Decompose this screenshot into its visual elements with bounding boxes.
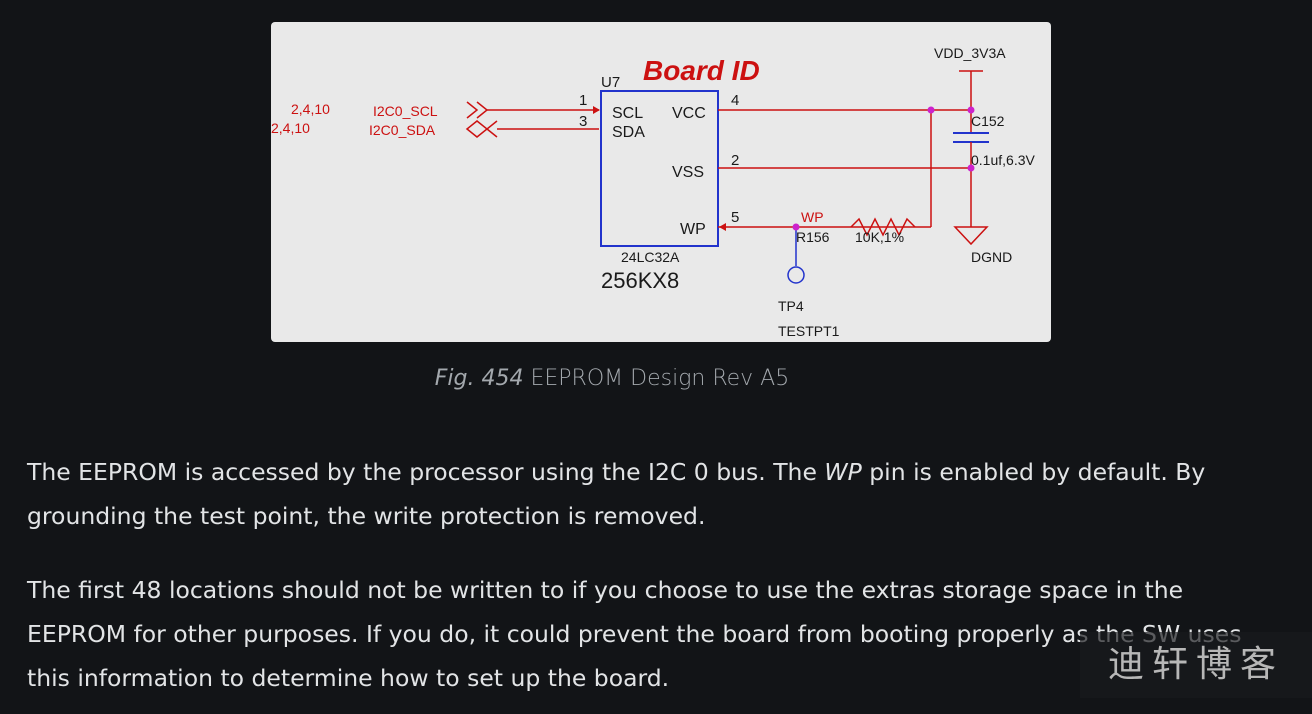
ground-symbol-icon [953, 226, 989, 246]
sda-bidir-port-icon [465, 120, 498, 138]
capacitor-value: 0.1uf,6.3V [971, 152, 1035, 168]
power-net-label: VDD_3V3A [934, 45, 1006, 61]
figure-caption-text: EEPROM Design Rev A5 [523, 366, 790, 391]
watermark-logo: 迪轩博客 [1080, 632, 1312, 698]
pin-label-vcc: VCC [672, 105, 706, 122]
testpoint-ref: TP4 [778, 298, 804, 314]
pin-label-scl: SCL [612, 105, 643, 122]
paragraph-access-part1: The EEPROM is accessed by the processor … [27, 458, 825, 486]
scl-input-port-icon [466, 101, 489, 119]
pin-number-sda: 3 [579, 113, 587, 130]
junction-dot [792, 223, 800, 231]
resistor-symbol-icon [850, 217, 916, 237]
paragraph-access: The EEPROM is accessed by the processor … [27, 450, 1287, 538]
junction-dot [967, 106, 975, 114]
schematic-figure: Board ID U7 24LC32A 256KX8 SCL SDA VCC V… [271, 22, 1051, 342]
junction-dot [927, 106, 935, 114]
pin-number-vss: 2 [731, 152, 739, 169]
resistor-ref: R156 [796, 229, 830, 245]
testpoint-type: TESTPT1 [778, 323, 840, 339]
net-name-scl: I2C0_SCL [373, 103, 438, 119]
junction-dot [967, 164, 975, 172]
figure-caption: Fig. 454 EEPROM Design Rev A5 [0, 366, 1224, 391]
figure-caption-label: Fig. 454 [434, 366, 524, 391]
paragraph-storage-warning: The first 48 locations should not be wri… [27, 576, 1242, 692]
chip-size: 256KX8 [601, 268, 679, 293]
net-ref-scl: 2,4,10 [291, 101, 330, 117]
chip-ref: U7 [601, 74, 620, 91]
schematic-title: Board ID [643, 55, 760, 86]
chip-part-number: 24LC32A [621, 249, 680, 265]
net-ref-sda: 2,4,10 [271, 120, 310, 136]
scl-pin-arrow-icon [593, 106, 600, 114]
pin-number-vcc: 4 [731, 92, 739, 109]
pin-label-sda: SDA [612, 124, 645, 141]
pin-label-wp: WP [680, 221, 706, 238]
wp-pin-arrow-icon [719, 223, 726, 231]
pin-label-vss: VSS [672, 164, 704, 181]
net-wp-label: WP [801, 209, 824, 225]
net-name-sda: I2C0_SDA [369, 122, 436, 138]
ground-net-label: DGND [971, 249, 1012, 265]
paragraph-access-part2: pin is enabled by default. By grounding … [27, 458, 1206, 530]
eeprom-schematic: Board ID U7 24LC32A 256KX8 SCL SDA VCC V… [271, 45, 1035, 339]
testpoint-icon [787, 266, 805, 284]
pin-number-scl: 1 [579, 92, 587, 109]
pin-number-wp: 5 [731, 209, 739, 226]
paragraph-access-wp: WP [824, 458, 862, 486]
resistor-value: 10K,1% [855, 229, 904, 245]
capacitor-ref: C152 [971, 113, 1005, 129]
